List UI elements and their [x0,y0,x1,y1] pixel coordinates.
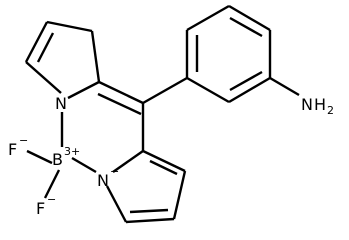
bond [186,4,230,32]
atom-boron: B [52,150,63,169]
amine-hydrogen-count: 2 [327,104,334,117]
bond [71,156,97,174]
bond [112,150,144,173]
bond [229,70,263,92]
central-ring [60,80,145,174]
bond [228,4,271,32]
bond [98,80,144,105]
upper-pyrrole-ring [24,20,101,100]
bond [186,76,230,104]
bond [228,76,271,104]
atom-amine-hydrogen: H [314,95,326,114]
atom-amine-nitrogen: N [301,95,313,114]
bond [36,32,55,63]
bond [25,61,62,94]
bond [24,21,49,63]
bond [129,208,169,214]
bond [172,170,187,220]
n-lower-charge: − [110,165,119,178]
bond [229,16,263,38]
atom-n-upper: N [55,94,67,113]
bond [46,20,93,33]
bond [90,30,101,83]
bond [142,76,188,105]
bond [105,185,128,223]
aminophenyl-group [142,4,300,105]
bond [149,159,178,176]
bond [125,217,175,224]
bond [43,169,61,199]
bond [97,92,142,116]
atom-fluorine-bottom: F [36,199,45,218]
f-left-charge: − [19,134,28,147]
boron-charge: 3+ [64,145,80,158]
bond [269,76,300,97]
bond [142,149,186,173]
bond [67,80,100,100]
lower-pyrrole-ring [105,149,187,224]
atom-fluorine-left: F [8,140,17,159]
boron-fluorine-bonds [26,149,61,199]
atom-n-lower: N [97,171,109,190]
bond [26,149,53,165]
f-bottom-charge: − [47,193,56,206]
